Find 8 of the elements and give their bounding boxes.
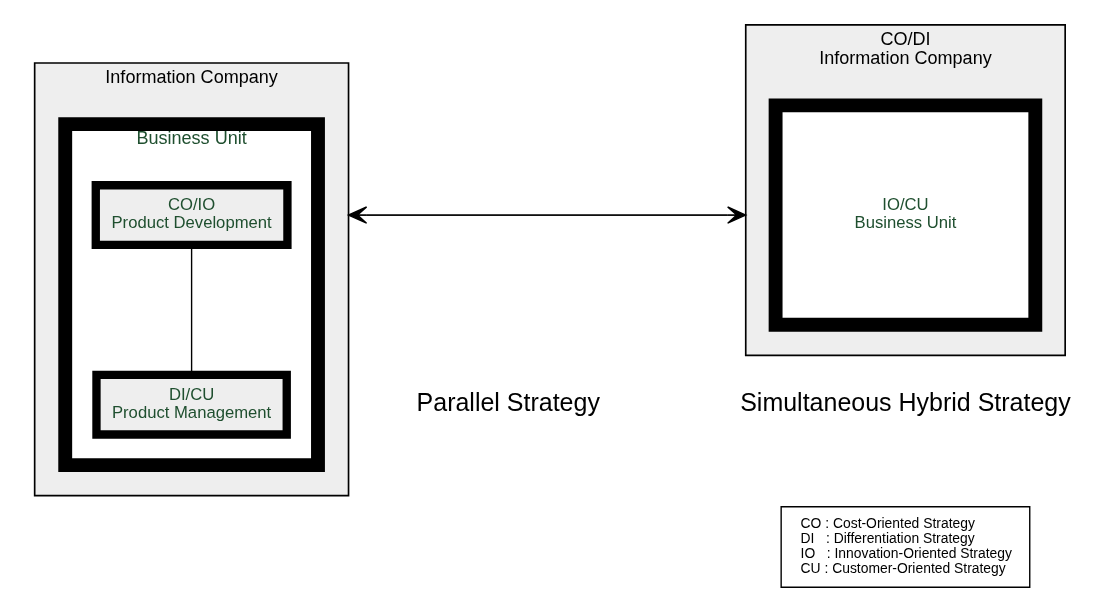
node-label: Simultaneous Hybrid Strategy (740, 387, 1071, 416)
label: CU : Customer-Oriented Strategy (800, 560, 1006, 577)
node-box: IO/CU Business Unit (768, 98, 1043, 332)
label: IO : Innovation-Oriented Strategy (800, 545, 1012, 562)
node-box: CO/IO Product Development (91, 181, 292, 250)
node-label: Parallel Strategy (416, 387, 600, 416)
label: CO : Cost-Oriented Strategy (800, 514, 975, 531)
node-box: DI/CU Product Management (92, 370, 291, 439)
